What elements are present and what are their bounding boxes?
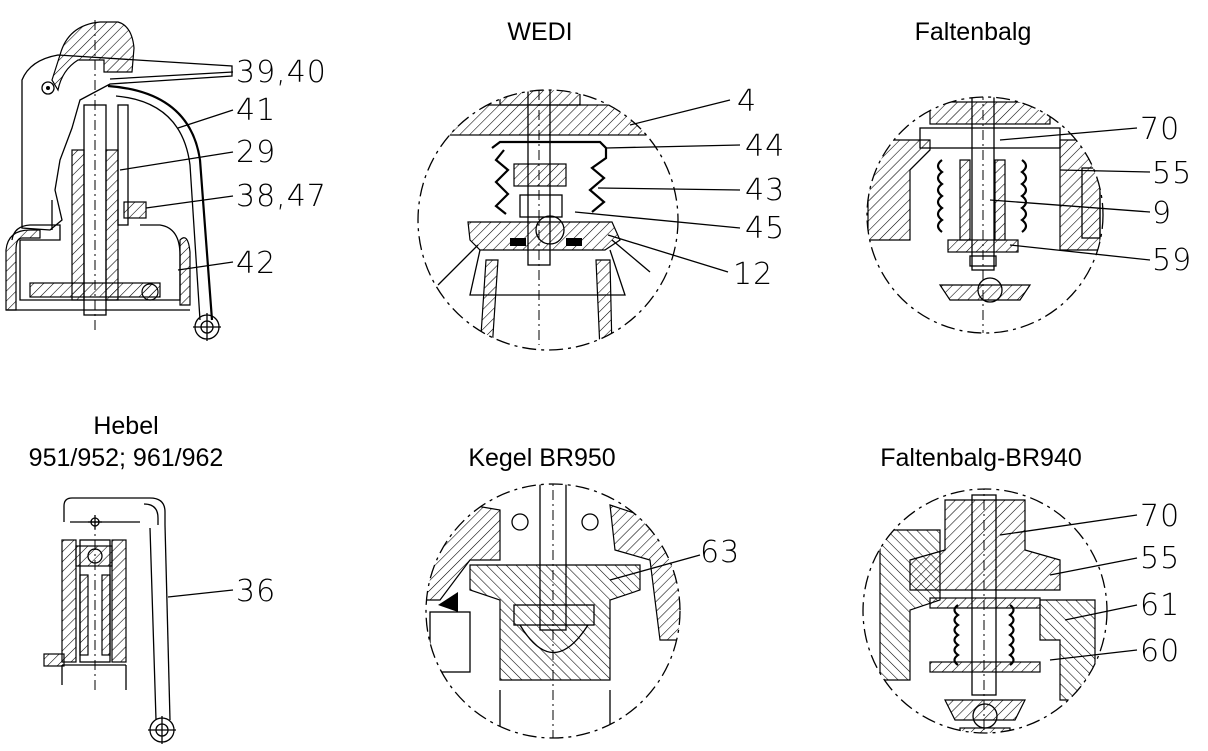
- callout-4: 4: [737, 84, 757, 119]
- callout-39-40: 39,40: [236, 55, 327, 90]
- callouts-hebel: 36: [167, 574, 276, 609]
- callouts-faltenbalg: 70 55 9 59: [989, 112, 1192, 278]
- callout-12: 12: [733, 257, 773, 292]
- view-lever-assembly: [5, 20, 233, 341]
- callout-43: 43: [745, 173, 785, 208]
- callout-45: 45: [745, 211, 785, 246]
- callouts-wedi: 4 44 43 45 12: [574, 84, 785, 292]
- view-kegel-br950-detail: [425, 483, 681, 739]
- view-faltenbalg-br940-detail: [862, 488, 1108, 734]
- callout-70: 70: [1140, 112, 1180, 147]
- title-faltenbalg: Faltenbalg: [915, 18, 1032, 46]
- callout-55: 55: [1152, 156, 1192, 191]
- title-wedi: WEDI: [507, 18, 572, 46]
- callout-59: 59: [1152, 243, 1192, 278]
- callout-44: 44: [745, 129, 785, 164]
- callout-63: 63: [700, 535, 740, 570]
- callouts-lever: 39,40 41 29 38,47 42: [109, 55, 327, 281]
- title-kegel-br950: Kegel BR950: [468, 444, 615, 472]
- view-faltenbalg-detail: [866, 96, 1104, 334]
- callout-41: 41: [236, 93, 276, 128]
- callout-61: 61: [1140, 588, 1180, 623]
- view-wedi-detail: [417, 89, 679, 351]
- callout-29: 29: [236, 135, 276, 170]
- callout-36: 36: [236, 574, 276, 609]
- title-faltenbalg-br940: Faltenbalg-BR940: [880, 444, 1082, 472]
- view-hebel: [43, 497, 176, 744]
- callouts-kegel: 63: [609, 535, 740, 581]
- callout-9: 9: [1152, 196, 1172, 231]
- callout-42: 42: [236, 246, 276, 281]
- title-hebel: Hebel: [93, 412, 158, 440]
- callout-38-47: 38,47: [236, 179, 327, 214]
- callout-60: 60: [1140, 634, 1180, 669]
- callouts-faltenbalg-br940: 70 55 61 60: [999, 499, 1180, 669]
- callout-70-br940: 70: [1140, 499, 1180, 534]
- callout-55-br940: 55: [1140, 541, 1180, 576]
- title-hebel-models: 951/952; 961/962: [29, 444, 224, 472]
